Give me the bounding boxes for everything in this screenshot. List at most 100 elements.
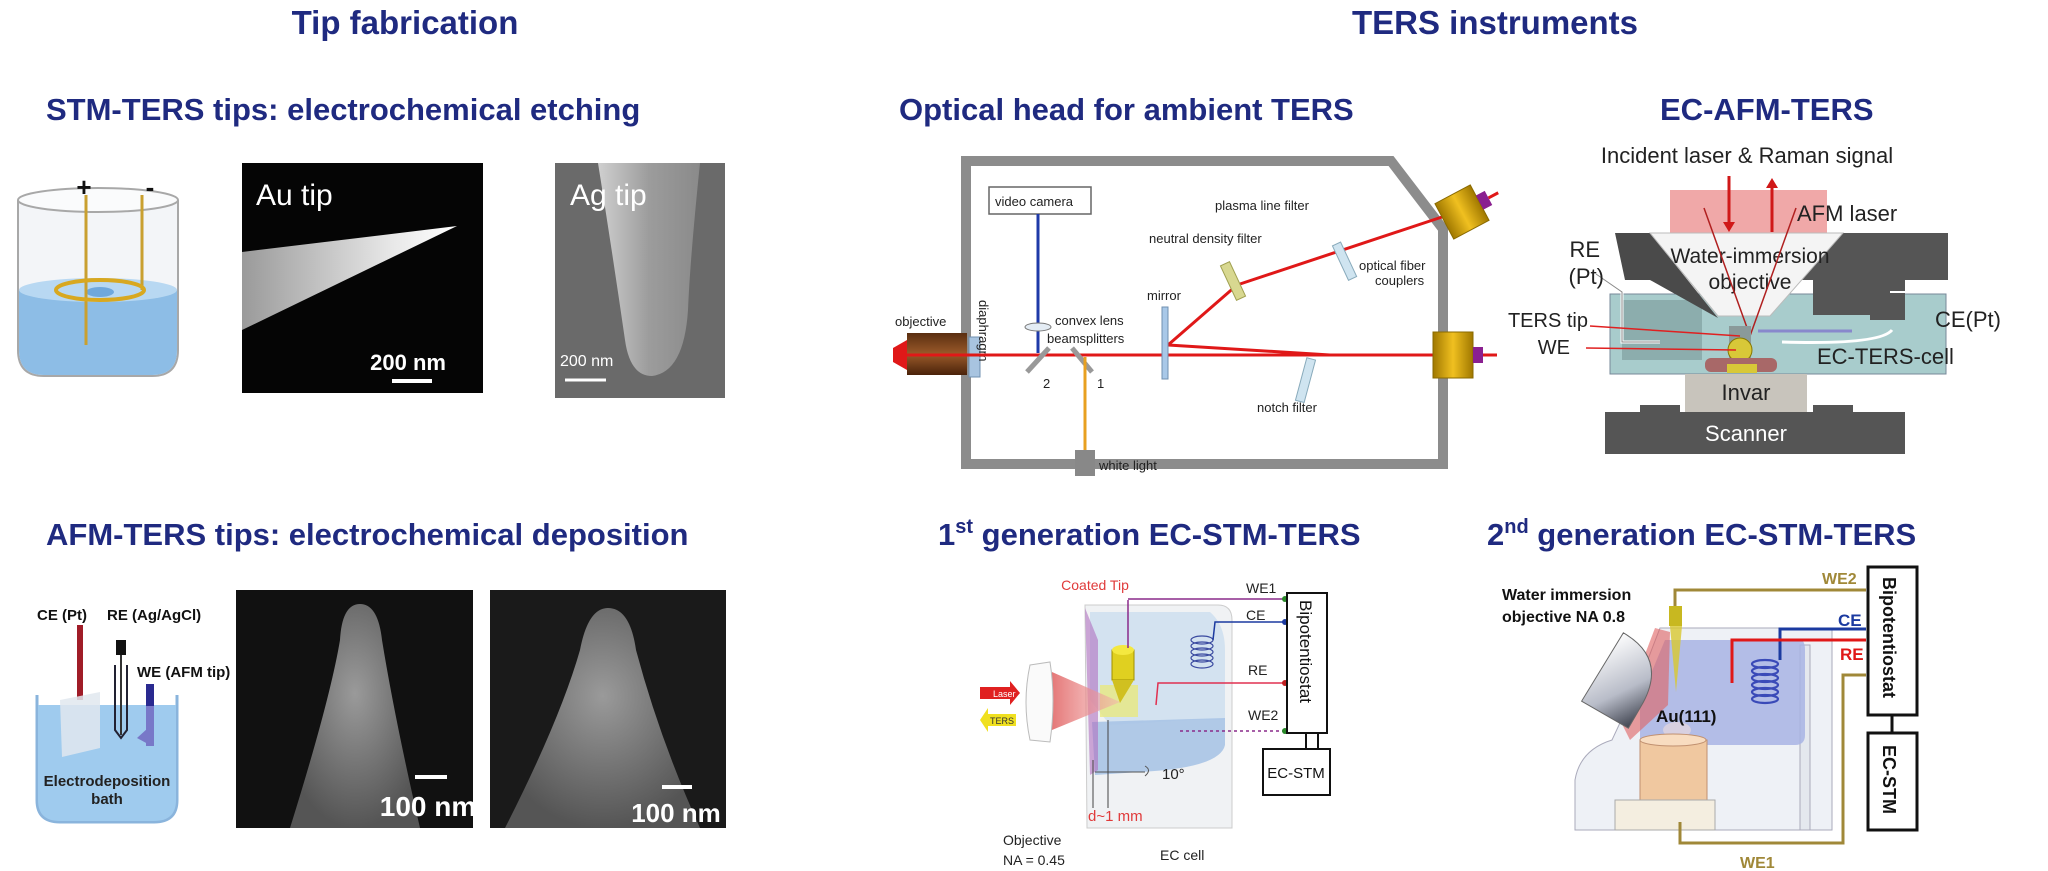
au-tip-sem-image: Au tip 200 nm	[242, 163, 483, 393]
distance-label: d~1 mm	[1088, 808, 1143, 825]
title-text: generation EC-STM-TERS	[973, 517, 1361, 552]
ce-label: CE	[1838, 611, 1862, 630]
incident-label: Incident laser & Raman signal	[1601, 143, 1893, 168]
title-superscript: nd	[1504, 516, 1529, 538]
convex-lens-label: convex lens	[1055, 313, 1124, 328]
objective-label-2: NA = 0.45	[1003, 852, 1065, 868]
mirror	[1161, 306, 1169, 380]
panel-title-optical-head: Optical head for ambient TERS	[899, 92, 1354, 127]
fiber-couplers-label-2: couplers	[1375, 273, 1425, 288]
we-label: WE (AFM tip)	[137, 664, 230, 681]
bs2-label: 2	[1043, 376, 1050, 391]
ag-scale-label: 200 nm	[560, 353, 613, 370]
cell-label: EC-TERS-cell	[1817, 344, 1954, 369]
gen1-ec-stm-ters-diagram: Laser TERS WE1 CE RE WE2 Bipotentiostat …	[980, 577, 1331, 868]
panel-title-gen1: 1st generation EC-STM-TERS	[938, 517, 1361, 553]
laser-label: Laser	[993, 689, 1016, 699]
bath-label-1: Electrodeposition	[44, 773, 171, 790]
convex-lens	[1024, 322, 1052, 332]
scanner-block	[1605, 405, 1905, 454]
sem1-scale-label: 100 nm	[380, 791, 477, 822]
beamsplitters-label: beamsplitters	[1047, 331, 1125, 346]
afm-tip-sem-image-1: 100 nm	[236, 590, 476, 828]
counter-electrode-coil	[1750, 658, 1780, 705]
invar-label: Invar	[1722, 380, 1771, 405]
re-label: RE	[1248, 662, 1267, 678]
objective-label: objective	[895, 314, 946, 329]
re-label: RE (Ag/AgCl)	[107, 607, 201, 624]
ec-cell-label: EC cell	[1160, 847, 1204, 863]
plasma-line-filter	[1331, 241, 1358, 281]
electrodeposition-bath-diagram: CE (Pt) RE (Ag/AgCl) WE (AFM tip) Electr…	[35, 607, 230, 824]
ce-label: CE (Pt)	[37, 607, 87, 624]
angle-label: 10°	[1162, 766, 1185, 783]
title-text: generation EC-STM-TERS	[1528, 517, 1917, 552]
white-light-source	[1075, 450, 1095, 476]
ag-tip-label: Ag tip	[570, 179, 647, 212]
counter-electrode-coil	[1190, 635, 1214, 669]
objective-label-2: objective	[1709, 271, 1792, 294]
video-camera-box	[988, 186, 1092, 215]
sem2-scale-label: 100 nm	[631, 798, 721, 828]
plus-label: +	[76, 172, 91, 202]
panel-title-gen2: 2nd generation EC-STM-TERS	[1487, 517, 1916, 553]
diaphragm	[968, 336, 981, 378]
invar-block	[1685, 374, 1807, 412]
re-label: RE	[1840, 645, 1864, 664]
beamsplitter-1	[1070, 346, 1094, 374]
section-title-tip-fabrication: Tip fabrication	[291, 4, 519, 41]
re-label-1: RE	[1569, 237, 1600, 262]
sample-label: Au(111)	[1656, 707, 1716, 726]
laser-beam-region	[1670, 190, 1827, 234]
plasma-filter-label: plasma line filter	[1215, 198, 1310, 213]
we1-label: WE1	[1246, 580, 1277, 596]
bs1-label: 1	[1097, 376, 1104, 391]
ters-tip-label: TERS tip	[1508, 310, 1588, 332]
nd-filter-label: neutral density filter	[1149, 231, 1262, 246]
white-light-label: white light	[1098, 458, 1157, 473]
nd-filter	[1219, 261, 1247, 301]
title-number: 1	[938, 517, 956, 552]
beamsplitter-2	[1025, 346, 1051, 374]
ters-arrow	[980, 708, 1016, 732]
ce-label: CE	[1246, 607, 1265, 623]
laser-cone	[1052, 672, 1120, 730]
diaphragm-label: diaphragm	[976, 300, 991, 361]
notch-filter	[1294, 357, 1317, 404]
bipotentiostat-label: Bipotentiostat	[1296, 600, 1315, 703]
ce-label: CE(Pt)	[1935, 307, 2001, 332]
we-label: WE	[1538, 337, 1570, 359]
bipotentiostat-label: Bipotentiostat	[1879, 577, 1899, 698]
fiber-coupler-bottom	[1432, 331, 1497, 379]
ce-electrode	[77, 625, 83, 700]
gold-ring	[54, 278, 146, 302]
ec-stm-label: EC-STM	[1267, 765, 1325, 782]
fiber-coupler-top	[1434, 184, 1499, 240]
ec-stm-label: EC-STM	[1879, 745, 1899, 814]
re-electrode	[114, 665, 128, 740]
video-camera-label: video camera	[995, 194, 1074, 209]
bath-label-2: bath	[91, 791, 123, 808]
we1-label: WE1	[1740, 855, 1775, 871]
stm-etching-beaker: + -	[17, 172, 179, 377]
objective-dome	[1580, 632, 1652, 729]
objective-label-1: Water immersion	[1502, 587, 1631, 604]
coated-tip-label: Coated Tip	[1061, 577, 1129, 593]
panel-title-ec-afm: EC-AFM-TERS	[1660, 92, 1874, 127]
we-electrode	[146, 684, 154, 706]
optical-head-diagram: video camera diaphragm objective convex …	[893, 156, 1499, 476]
mirror-label: mirror	[1147, 288, 1182, 303]
pt-plate	[60, 692, 100, 757]
afm-laser-label: AFM laser	[1797, 201, 1897, 226]
fiber-couplers-label-1: optical fiber	[1359, 258, 1426, 273]
title-superscript: st	[955, 516, 974, 538]
ters-label: TERS	[990, 716, 1014, 726]
objective-label-2: objective NA 0.8	[1502, 609, 1625, 626]
scanner-label: Scanner	[1705, 421, 1787, 446]
re-label-2: (Pt)	[1569, 264, 1604, 289]
section-title-ters-instruments: TERS instruments	[1351, 4, 1639, 41]
afm-tip-sem-image-2: 100 nm	[490, 590, 726, 828]
objective-label-1: Water-immersion	[1670, 245, 1829, 268]
